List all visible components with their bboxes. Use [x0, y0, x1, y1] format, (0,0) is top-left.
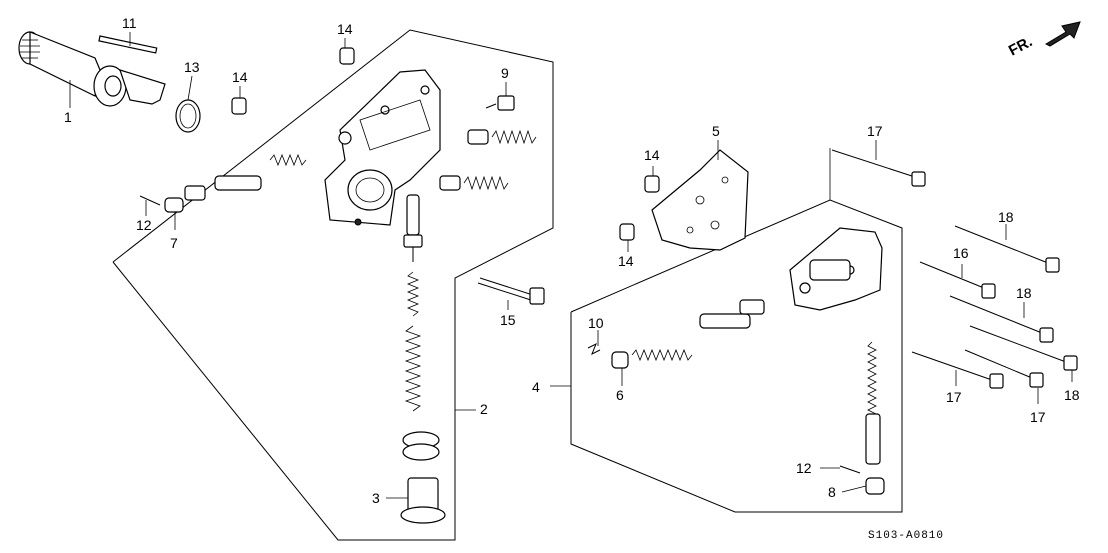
callout-10: 10	[588, 315, 604, 331]
callout-6: 6	[616, 387, 624, 403]
front-direction-indicator: FR.	[1006, 21, 1081, 60]
leader-lines	[69, 32, 1073, 499]
separator-plate-part-5	[651, 149, 749, 251]
pin-part-12b	[839, 465, 861, 474]
valve-stack-vertical	[400, 194, 446, 524]
valve-stack-right	[839, 341, 885, 495]
front-label: FR.	[1006, 33, 1035, 59]
shaft-part-1	[18, 31, 166, 107]
callout-7: 7	[170, 235, 178, 251]
callouts: 1 2 3 4 5 6 7 8 9 10 11 12 12 13 14 14 1…	[64, 15, 1080, 506]
callout-18c: 18	[1064, 387, 1080, 403]
callout-18a: 18	[998, 209, 1014, 225]
dowel-pin-14b	[339, 47, 355, 65]
callout-1: 1	[64, 109, 72, 125]
spool-spring-left	[184, 129, 537, 201]
clip-part-10	[587, 342, 601, 356]
callout-14a: 14	[337, 21, 353, 37]
dowel-pin-14d	[619, 223, 635, 241]
assembly-2-outline	[112, 29, 554, 541]
plug-part-7	[164, 197, 184, 213]
callout-11: 11	[122, 15, 137, 31]
callout-8: 8	[828, 484, 836, 500]
callout-4: 4	[532, 379, 540, 395]
bolts-right	[831, 149, 1078, 389]
callout-12b: 12	[796, 460, 812, 476]
callout-2: 2	[480, 401, 488, 417]
callout-17c: 17	[1030, 409, 1046, 425]
callout-5: 5	[712, 123, 720, 139]
callout-14b: 14	[232, 69, 248, 85]
callout-9: 9	[501, 65, 509, 81]
callout-13: 13	[184, 59, 200, 75]
callout-17b: 17	[946, 389, 962, 405]
callout-14d: 14	[618, 253, 634, 269]
callout-16: 16	[953, 245, 969, 261]
callout-15: 15	[500, 312, 516, 328]
front-arrow-icon	[1044, 21, 1081, 47]
callout-14c: 14	[644, 147, 660, 163]
diagram-code: S103-A0810	[868, 530, 944, 542]
callout-18b: 18	[1016, 285, 1032, 301]
spool-spring-right	[611, 299, 765, 369]
pin-part-12a	[139, 195, 161, 206]
dowel-pin-14a	[231, 97, 247, 115]
bolt-part-9	[485, 95, 515, 111]
callout-12a: 12	[136, 217, 152, 233]
valve-body-left	[324, 69, 441, 226]
bolt-part-15	[477, 277, 545, 305]
callout-3: 3	[372, 490, 380, 506]
dowel-pin-14c	[644, 175, 660, 193]
pin-part-11	[98, 35, 158, 54]
callout-17a: 17	[867, 123, 883, 139]
valve-body-right	[789, 227, 883, 311]
